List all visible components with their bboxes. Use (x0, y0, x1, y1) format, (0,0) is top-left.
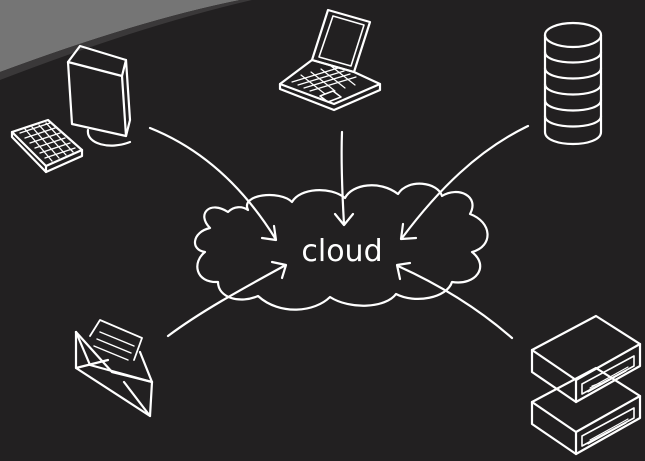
arrowhead-server (395, 261, 412, 281)
arrowhead-laptop (333, 212, 355, 227)
connector-desktop (148, 126, 277, 240)
cloud-shape (194, 182, 489, 311)
corner-band (0, 0, 240, 72)
database-icon (543, 21, 603, 146)
arrowhead-email (270, 260, 288, 280)
connector-laptop (340, 130, 346, 226)
cloud-label: cloud (301, 234, 382, 269)
connector-server (396, 264, 514, 340)
server-icon (530, 314, 642, 456)
envelope-icon (74, 319, 154, 418)
cloud-node: cloud (194, 182, 489, 311)
laptop-icon (278, 8, 382, 112)
arrowhead-database (399, 222, 418, 241)
connector-email (166, 264, 286, 338)
connector-database (400, 124, 530, 240)
arrowhead-desktop (260, 224, 278, 242)
desktop-computer-icon (10, 44, 132, 174)
connectors (148, 124, 530, 340)
